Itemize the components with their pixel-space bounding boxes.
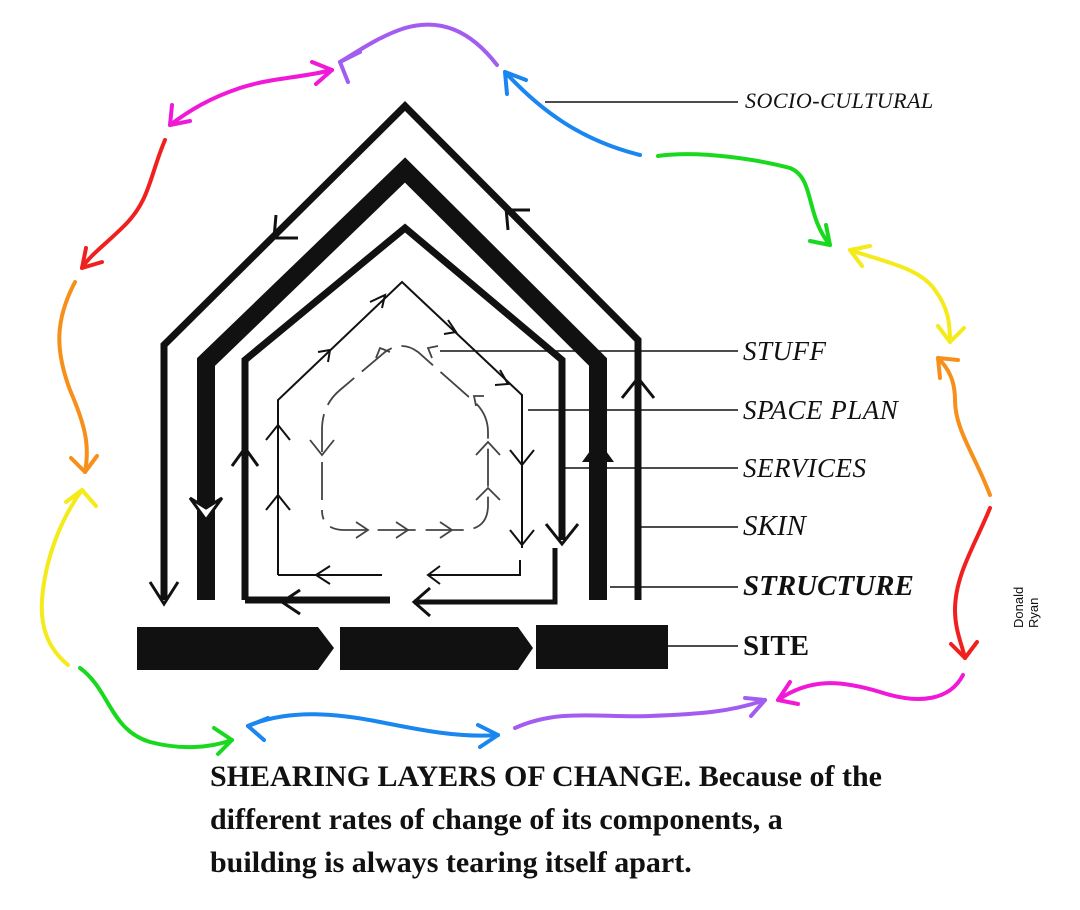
cycle-segment-green-bottom [78,666,234,756]
layer-space-plan [277,280,523,576]
cycle-segment-magenta-right [776,673,965,706]
cycle-segment-yellow-left [39,488,98,667]
figure-caption: SHEARING LAYERS OF CHANGE. Because of th… [210,755,1030,884]
cycle-segment-blue-top [503,70,642,157]
layer-site [137,625,668,670]
layer-services-arrows [230,445,580,618]
cycle-segment-red-right [949,506,992,660]
cycle-segment-magenta-top [168,60,334,127]
site-bar-3 [536,625,668,669]
caption-line-1: SHEARING LAYERS OF CHANGE. Because of th… [210,760,882,793]
layer-stuff [321,345,489,531]
cycle-segment-blue-bottom [246,712,500,749]
layer-stuff-arrows [309,345,501,539]
label-structure: STRUCTURE [743,570,914,602]
cycle-segment-green-right [656,152,832,247]
cycle-segment-purple-top [338,22,499,84]
cycle-segment-yellow-right [848,244,966,344]
layer-structure-arrows [188,440,614,523]
cycle-segment-orange-left [57,280,99,474]
socio-cultural-cycle [39,22,992,756]
cycle-segment-orange-right [936,356,992,497]
layer-space-plan-arrows [265,293,535,585]
layer-services-band [241,223,566,604]
caption-line-3: building is always tearing itself apart. [210,846,692,879]
label-space-plan: SPACE PLAN [743,395,899,425]
layer-outer-arrows [148,207,656,607]
label-socio-cultural: SOCIO-CULTURAL [745,88,934,113]
site-bar-2 [340,627,533,670]
layer-outer-line [160,101,642,600]
caption-line-2: different rates of change of its compone… [210,803,783,836]
label-skin: SKIN [743,510,806,542]
site-bar-1 [137,627,334,670]
photo-credit: Donald Ryan [1011,586,1041,628]
cycle-segment-purple-bottom [513,696,767,730]
label-site: SITE [743,630,810,662]
label-stuff: STUFF [743,336,827,366]
label-services: SERVICES [743,453,867,483]
cycle-segment-red-left [80,138,167,270]
